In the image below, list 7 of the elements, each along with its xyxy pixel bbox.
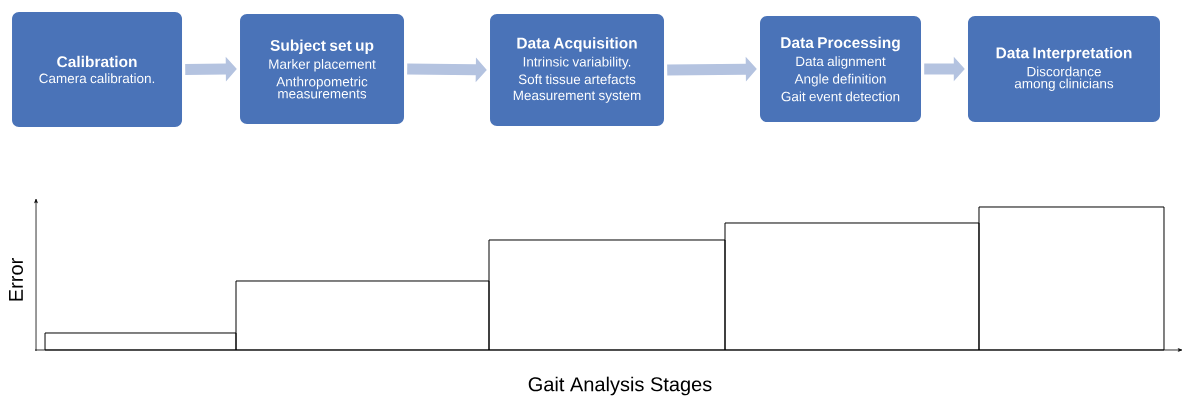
stage-box: Calibration Camera calibration. [12,12,182,127]
stage-box: Data Processing Data alignment Angle definition Gait event detection [760,16,921,122]
axis-label: Error [9,258,23,301]
axis-label: Gait Analysis Stages [528,376,712,396]
stage-box: Data Acquisition Intrinsic variability. Soft tissue artefacts Measurement system [490,14,664,126]
stage-box: Subject set up Marker placement Anthropometric measurements [240,14,404,124]
stage-box: Data Interpretation Discordance among clinicians [968,16,1160,122]
